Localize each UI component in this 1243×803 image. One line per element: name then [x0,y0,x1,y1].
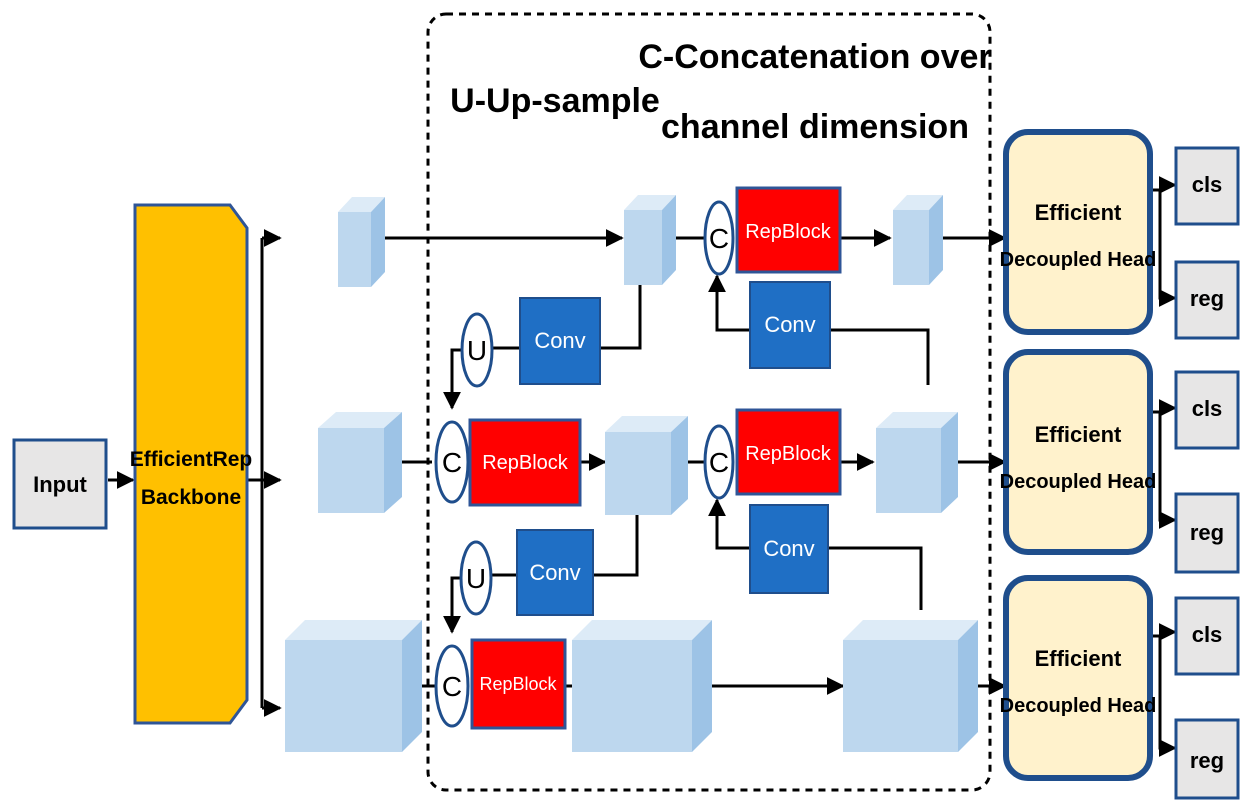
output-cls-mid: cls [1174,370,1240,450]
upsample-annotation: U-Up-sample [450,82,660,120]
arrow-u1-c-mid [443,348,462,410]
repblock-mid-left: RepBlock [468,418,582,507]
feature-map-bot-right [843,620,978,752]
head-output-connectors [1150,176,1177,757]
svg-text:C: C [442,447,462,478]
feature-map-mid-left [318,412,402,513]
svg-text:Conv: Conv [763,536,814,561]
svg-text:reg: reg [1190,286,1224,311]
svg-text:cls: cls [1192,396,1223,421]
feature-map-top-left [338,197,385,287]
backbone-block: EfficientRep Backbone [130,203,253,725]
arrow-conv2-c-top [708,274,750,332]
head-mid: Efficient Decoupled Head [1000,349,1157,555]
svg-text:RepBlock: RepBlock [482,452,569,474]
svg-text:RepBlock: RepBlock [745,443,832,465]
repblock-top: RepBlock [735,186,842,274]
svg-text:C: C [709,447,729,478]
svg-text:reg: reg [1190,748,1224,773]
svg-text:U: U [466,563,486,594]
svg-text:Conv: Conv [534,328,585,353]
line-rightmid-conv2 [830,328,930,385]
svg-text:cls: cls [1192,622,1223,647]
backbone-label-line1: EfficientRep [130,448,253,471]
line-topfeature-conv1 [600,268,642,350]
concat-annotation-line2: channel dimension [661,108,969,146]
svg-text:Decoupled Head: Decoupled Head [1000,695,1157,717]
svg-text:cls: cls [1192,172,1223,197]
svg-text:Efficient: Efficient [1035,646,1122,671]
svg-text:Decoupled Head: Decoupled Head [1000,249,1157,271]
feature-map-top-right [893,195,943,285]
neck-region-outline [426,12,992,792]
svg-text:RepBlock: RepBlock [479,674,557,694]
output-cls-bot: cls [1174,596,1240,676]
feature-map-bot-center [572,620,712,752]
conv-block-4: Conv [749,504,829,594]
input-label: Input [33,472,87,497]
head-top: Efficient Decoupled Head [1000,129,1157,335]
conv-block-2: Conv [749,281,831,369]
concat-node-bot: C [434,644,470,728]
head-bot: Efficient Decoupled Head [1000,575,1157,781]
svg-text:RepBlock: RepBlock [745,221,832,243]
repblock-bot: RepBlock [470,638,567,730]
concat-node-mid-left: C [434,420,470,504]
backbone-label-line2: Backbone [141,486,241,509]
feature-map-bot-left [285,620,422,752]
line-midfeature-conv3 [593,500,639,577]
svg-text:Efficient: Efficient [1035,200,1122,225]
conv-block-1: Conv [519,297,601,385]
arrow-conv4-c-mid [708,498,750,550]
output-cls-top: cls [1174,146,1240,226]
outputs: cls reg cls reg cls reg [1174,146,1240,800]
feature-map-mid-right [876,412,958,513]
concat-node-mid-right: C [703,424,735,500]
output-reg-mid: reg [1174,492,1240,574]
concat-circles: C C C C U U [434,200,735,728]
line-rightbot-conv4 [828,546,923,610]
svg-text:reg: reg [1190,520,1224,545]
output-reg-top: reg [1174,260,1240,340]
feature-maps [285,195,978,752]
svg-text:Decoupled Head: Decoupled Head [1000,471,1157,493]
svg-text:Conv: Conv [764,312,815,337]
output-reg-bot: reg [1174,718,1240,800]
arrow-u2-c-bot [443,576,462,634]
concat-node-top: C [703,200,735,276]
upsample-node-2: U [459,540,493,616]
svg-text:Conv: Conv [529,560,580,585]
svg-text:Efficient: Efficient [1035,422,1122,447]
conv-block-3: Conv [516,529,594,616]
feature-map-top-center [624,195,676,285]
input-block: Input [12,438,108,530]
feature-map-mid-center [605,416,688,515]
concat-annotation-line1: C-Concatenation over [638,38,991,76]
svg-text:C: C [442,671,462,702]
upsample-node-1: U [460,312,494,388]
svg-text:U: U [467,335,487,366]
repblock-mid-right: RepBlock [735,408,842,496]
svg-text:C: C [709,223,729,254]
